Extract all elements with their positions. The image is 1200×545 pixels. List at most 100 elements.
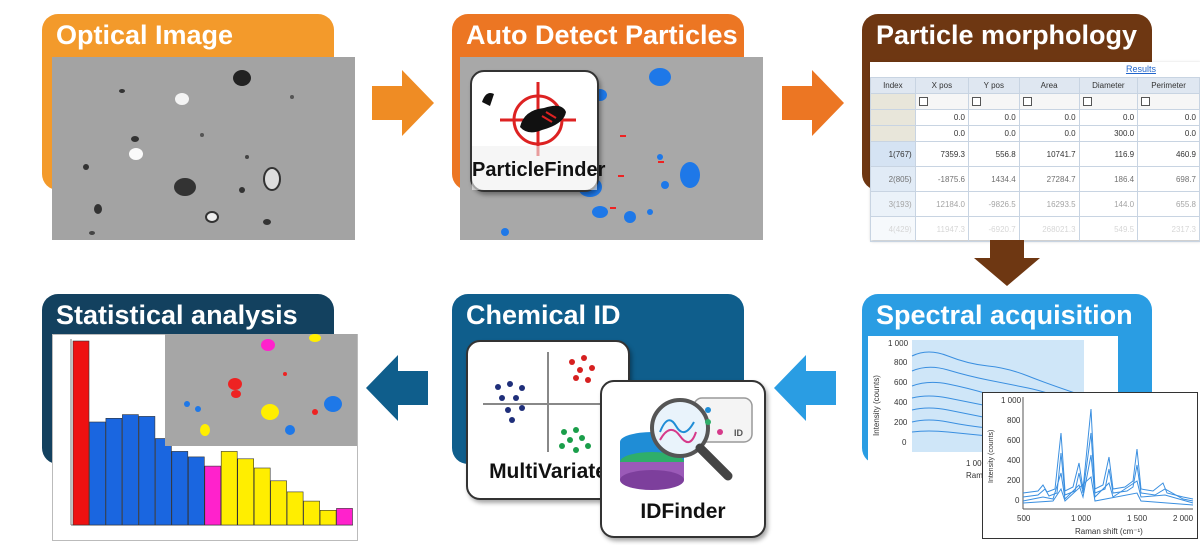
filter-checkbox[interactable] (968, 93, 1020, 110)
table-cell: 0.0 (1078, 109, 1139, 126)
table-cell: 300.0 (1078, 125, 1139, 142)
morphology-title: Particle morphology (876, 20, 1138, 50)
id-tag: ID (734, 428, 743, 438)
col-perimeter[interactable]: Perimeter (1137, 77, 1200, 94)
table-row[interactable]: 4(429) 11947.3 -6920.7 268021.3 549.5 23… (870, 216, 1200, 242)
table-cell: 655.8 (1137, 191, 1200, 217)
front-xtick: 500 (1017, 514, 1031, 523)
table-cell: 0.0 (1137, 109, 1200, 126)
table-cell: 3(193) (870, 191, 916, 217)
front-xtick: 1 500 (1127, 514, 1148, 523)
filter-checkbox[interactable] (1018, 93, 1080, 110)
classified-particle-spots (184, 334, 342, 436)
detected-particle-spots (501, 68, 700, 236)
col-area[interactable]: Area (1018, 77, 1080, 94)
auto-detect-title: Auto Detect Particles (466, 20, 738, 50)
histogram-bar (237, 458, 254, 526)
histogram-bar (336, 508, 353, 526)
particle-spots (83, 70, 294, 235)
results-table-window: Results Index X pos Y pos Area Diameter … (870, 62, 1200, 242)
table-cell: 16293.5 (1018, 191, 1080, 217)
table-cell: -1875.6 (914, 166, 970, 192)
idfinder-badge: ID IDFinder (600, 380, 766, 538)
table-cell: 0.0 (914, 109, 970, 126)
table-cell: -9826.5 (968, 191, 1020, 217)
histogram-bar (72, 340, 90, 526)
histogram-bar (220, 451, 238, 526)
front-ytick: 800 (1007, 416, 1021, 425)
front-ylabel: Intensity (counts) (988, 430, 995, 483)
back-ytick: 400 (894, 398, 908, 407)
table-cell: 0.0 (1137, 125, 1200, 142)
col-xpos[interactable]: X pos (914, 77, 970, 94)
results-title[interactable]: Results (1125, 64, 1156, 74)
arrow-left-dark (366, 355, 428, 421)
table-cell: 11947.3 (914, 216, 970, 242)
front-ytick: 200 (1007, 476, 1021, 485)
back-xlabel: Ram (966, 471, 983, 480)
spectrum-front-plot: Intensity (counts) 1 000 800 600 400 200… (988, 396, 1194, 536)
filter-checkbox[interactable] (1078, 93, 1139, 110)
front-ytick: 600 (1007, 436, 1021, 445)
histogram-bar (155, 438, 172, 526)
optical-image-title: Optical Image (56, 20, 234, 50)
table-cell (870, 125, 916, 142)
back-ytick: 0 (902, 438, 907, 447)
table-row[interactable]: 0.0 0.0 0.0 300.0 0.0 (870, 125, 1200, 142)
histogram-svg (70, 339, 353, 526)
crosshair-icon (472, 82, 597, 190)
table-cell (870, 109, 916, 126)
histogram-bar (253, 467, 271, 526)
arrow-right-2 (782, 70, 844, 136)
table-cell: 27284.7 (1018, 166, 1080, 192)
histogram-bars (72, 340, 353, 526)
front-ytick: 1 000 (1001, 396, 1022, 405)
back-xtick: 1 000 (966, 459, 987, 468)
col-index[interactable]: Index (870, 77, 916, 94)
table-cell: 549.5 (1078, 216, 1139, 242)
histogram-bar (89, 421, 106, 526)
filter-cell (870, 93, 916, 110)
table-row[interactable]: 1(767) 7359.3 556.8 10741.7 116.9 460.9 (870, 141, 1200, 167)
table-cell: 7359.3 (914, 141, 970, 167)
table-cell: 2(805) (870, 166, 916, 192)
table-row[interactable]: 3(193) 12184.0 -9826.5 16293.5 144.0 655… (870, 191, 1200, 217)
table-cell: 1434.4 (968, 166, 1020, 192)
table-cell: 116.9 (1078, 141, 1139, 167)
table-cell: 1(767) (870, 141, 916, 167)
table-cell: 0.0 (1018, 125, 1080, 142)
histogram-bar (286, 491, 304, 526)
back-ytick: 800 (894, 358, 908, 367)
col-ypos[interactable]: Y pos (968, 77, 1020, 94)
histogram-bar (319, 510, 337, 526)
table-cell: 0.0 (968, 109, 1020, 126)
back-ylabel: Intensity (counts) (872, 375, 881, 436)
table-cell: 0.0 (1018, 109, 1080, 126)
histogram-bar (303, 500, 320, 526)
cluster-plot-icon (483, 352, 613, 453)
back-ytick: 1 000 (888, 339, 909, 348)
table-cell: 2317.3 (1137, 216, 1200, 242)
table-cell: 186.4 (1078, 166, 1139, 192)
particlefinder-label: ParticleFinder (472, 159, 606, 181)
table-row[interactable]: 2(805) -1875.6 1434.4 27284.7 186.4 698.… (870, 166, 1200, 192)
table-cell: 10741.7 (1018, 141, 1080, 167)
histogram-bar (171, 451, 189, 526)
front-xtick: 1 000 (1071, 514, 1092, 523)
front-spectra-lines (1022, 408, 1194, 506)
filter-checkbox[interactable] (1137, 93, 1200, 110)
filter-checkbox[interactable] (914, 93, 970, 110)
chemical-id-title: Chemical ID (466, 300, 621, 330)
col-diameter[interactable]: Diameter (1078, 77, 1139, 94)
classified-particles-image (165, 334, 357, 446)
idfinder-label: IDFinder (640, 500, 726, 523)
front-xtick: 2 000 (1173, 514, 1194, 523)
table-cell: 4(429) (870, 216, 916, 242)
histogram-bar (188, 456, 205, 526)
table-row[interactable]: 0.0 0.0 0.0 0.0 0.0 (870, 109, 1200, 126)
table-cell: 0.0 (914, 125, 970, 142)
back-ytick: 600 (894, 378, 908, 387)
table-cell: 460.9 (1137, 141, 1200, 167)
histogram-bar (138, 416, 156, 526)
histogram-bar (270, 480, 287, 526)
